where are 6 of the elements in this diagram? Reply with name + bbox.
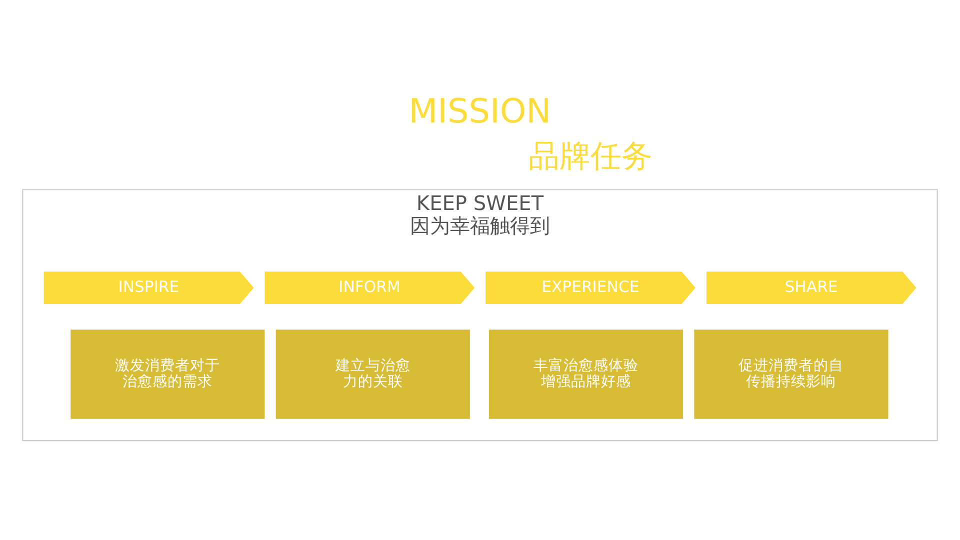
node-box: 建立与治愈力的关联 [276,329,470,418]
node-box: 激发消费者对于治愈感的需求 [70,329,265,418]
node-box: 促进消费者的自传播持续影响 [694,329,888,418]
diagram-title: MISSION [408,91,552,130]
label: 品牌任务 [528,138,652,174]
node-box: 丰富治愈感体验增强品牌好感 [488,329,684,418]
